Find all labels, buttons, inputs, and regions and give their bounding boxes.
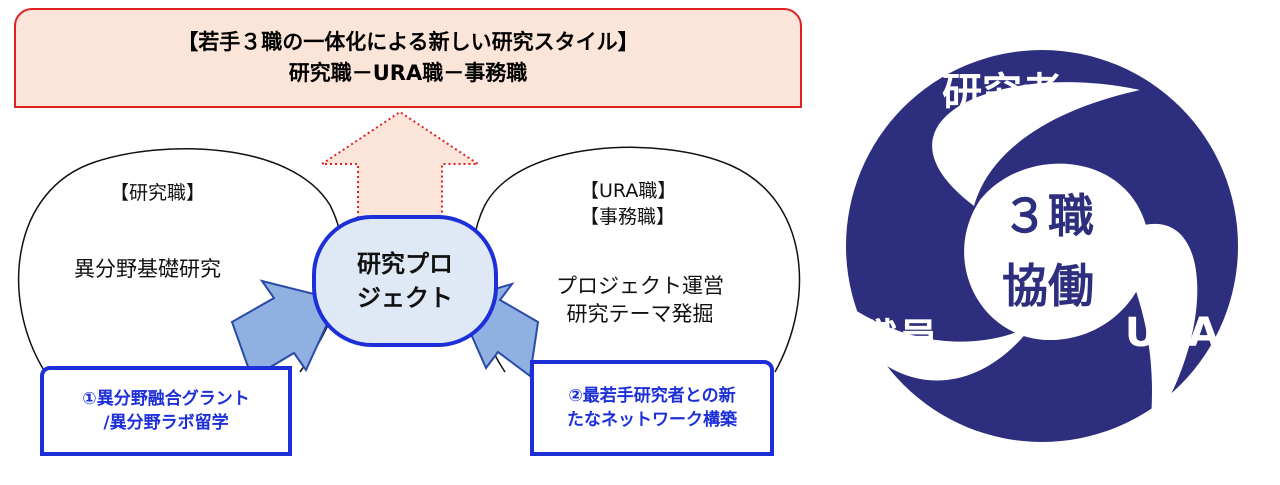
triskele-center-line1: ３職: [1002, 189, 1094, 243]
banner-line1: 【若手３職の一体化による新しい研究スタイル】: [177, 30, 639, 54]
right-bubble-body: プロジェクト運営 研究テーマ発掘: [530, 272, 750, 328]
right-bubble-body-1: プロジェクト運営: [556, 274, 724, 298]
right-bubble-title-1: 【URA職】: [580, 180, 677, 202]
top-banner: 【若手３職の一体化による新しい研究スタイル】 研究職－URA職－事務職: [14, 8, 802, 108]
project-line1: 研究プロ: [357, 250, 453, 278]
segment-label-researcher: 研究者: [942, 70, 1062, 116]
diagram-shapes: [18, 110, 801, 380]
research-project-node: 研究プロ ジェクト: [312, 215, 498, 347]
left-callout-line1: ①異分野融合グラント: [82, 389, 250, 409]
project-line2: ジェクト: [357, 284, 453, 312]
triskele-gap-1: [932, 82, 1140, 206]
segment-label-ura: URA: [1125, 310, 1219, 356]
collaboration-triskele: ３職 協働 研究者 URA 職員: [840, 50, 1238, 442]
right-bubble-title-2: 【事務職】: [580, 206, 676, 228]
triskele-core: [964, 163, 1149, 340]
right-bubble-body-2: 研究テーマ発掘: [566, 302, 714, 326]
left-callout: ①異分野融合グラント /異分野ラボ留学: [40, 366, 292, 456]
right-callout-line2: たなネットワーク構築: [567, 410, 737, 430]
left-bubble-title: 【研究職】: [110, 182, 206, 204]
up-arrow: [318, 110, 482, 219]
right-callout: ②最若手研究者との新 たなネットワーク構築: [530, 360, 774, 456]
segment-label-staff: 職員: [858, 316, 938, 362]
left-bubble-body: 異分野基礎研究: [74, 257, 221, 281]
triskele-gap-3: [840, 300, 1032, 381]
triskele-center-line2: 協働: [1002, 259, 1094, 313]
right-bubble-titles: 【URA職】 【事務職】: [580, 178, 676, 230]
banner-line2: 研究職－URA職－事務職: [288, 61, 528, 85]
left-callout-line2: /異分野ラボ留学: [103, 413, 229, 433]
right-callout-line1: ②最若手研究者との新: [568, 386, 736, 406]
